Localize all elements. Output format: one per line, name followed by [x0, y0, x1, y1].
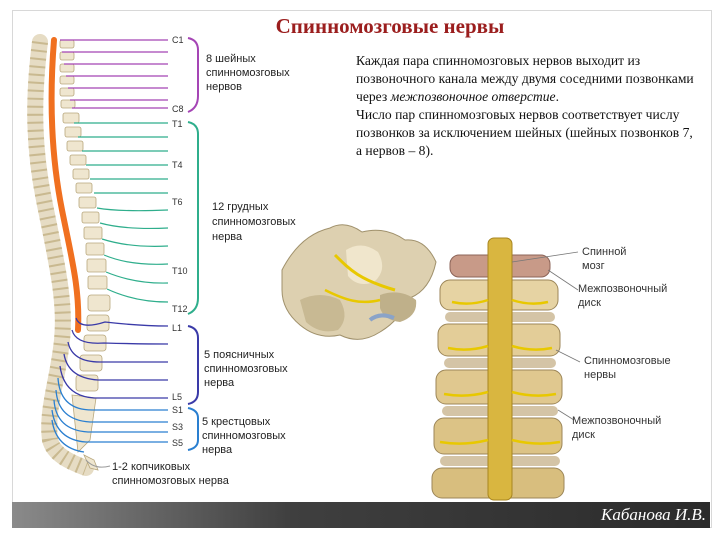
label-s5: S5	[172, 438, 183, 448]
label-disc-2a: Межпозвоночный	[572, 415, 661, 427]
svg-text:5 поясничных: 5 поясничных	[204, 349, 275, 361]
label-disc-1a: Межпозвоночный	[578, 283, 667, 295]
svg-text:8 шейных: 8 шейных	[206, 53, 256, 65]
lumbar-group-label: 5 поясничных спинномозговых нерва	[204, 349, 288, 389]
svg-text:12 грудных: 12 грудных	[212, 201, 269, 213]
sacral-nerves	[52, 378, 168, 452]
spine-column-illustration	[432, 238, 564, 500]
svg-text:нерва: нерва	[212, 231, 243, 243]
thoracic-group-label: 12 грудных спинномозговых нерва	[212, 201, 296, 243]
label-t1: T1	[172, 119, 183, 129]
label-nerves-1: Спинномозговые	[584, 355, 671, 367]
label-nerves-2: нервы	[584, 369, 616, 381]
label-t12: T12	[172, 304, 188, 314]
vertebrae-closeup-illustration	[282, 225, 436, 340]
cervical-nerves	[60, 40, 168, 108]
vertebral-bodies	[60, 40, 110, 470]
label-s3: S3	[172, 422, 183, 432]
label-l1: L1	[172, 323, 182, 333]
svg-text:нерва: нерва	[204, 377, 235, 389]
thoracic-bracket	[188, 122, 198, 314]
label-t6: T6	[172, 197, 183, 207]
coccygeal-group-label: 1-2 копчиковых спинномозговых нерва	[112, 461, 230, 487]
label-disc-1b: диск	[578, 297, 601, 309]
label-c8: C8	[172, 104, 184, 114]
svg-text:спинномозговых: спинномозговых	[212, 216, 296, 228]
author-signature: Кабанова И.В.	[601, 505, 706, 525]
svg-text:нерва: нерва	[202, 444, 233, 456]
cervical-bracket	[188, 38, 198, 112]
label-t10: T10	[172, 266, 188, 276]
svg-text:нервов: нервов	[206, 81, 242, 93]
label-spinal-cord-1: Спинной	[582, 246, 626, 258]
label-l5: L5	[172, 392, 182, 402]
svg-text:спинномозговых нерва: спинномозговых нерва	[112, 475, 230, 487]
cervical-group-label: 8 шейных спинномозговых нервов	[206, 53, 290, 93]
svg-text:спинномозговых: спинномозговых	[202, 430, 286, 442]
svg-text:1-2 копчиковых: 1-2 копчиковых	[112, 461, 191, 473]
label-s1: S1	[172, 405, 183, 415]
sacral-group-label: 5 крестцовых спинномозговых нерва	[202, 416, 286, 456]
label-spinal-cord-2: мозг	[582, 260, 605, 272]
lumbar-bracket	[188, 326, 198, 404]
sacral-bracket	[188, 408, 198, 450]
vertebra-labels: C1 C8 T1 T4 T6 T10 T12 L1 L5 S1 S3 S5	[172, 35, 188, 448]
svg-text:спинномозговых: спинномозговых	[206, 67, 290, 79]
svg-text:спинномозговых: спинномозговых	[204, 363, 288, 375]
label-t4: T4	[172, 160, 183, 170]
label-disc-2b: диск	[572, 429, 595, 441]
label-c1: C1	[172, 35, 184, 45]
svg-text:5 крестцовых: 5 крестцовых	[202, 416, 271, 428]
right-labels: Спинной мозг Межпозвоночный диск Спинном…	[572, 246, 671, 441]
